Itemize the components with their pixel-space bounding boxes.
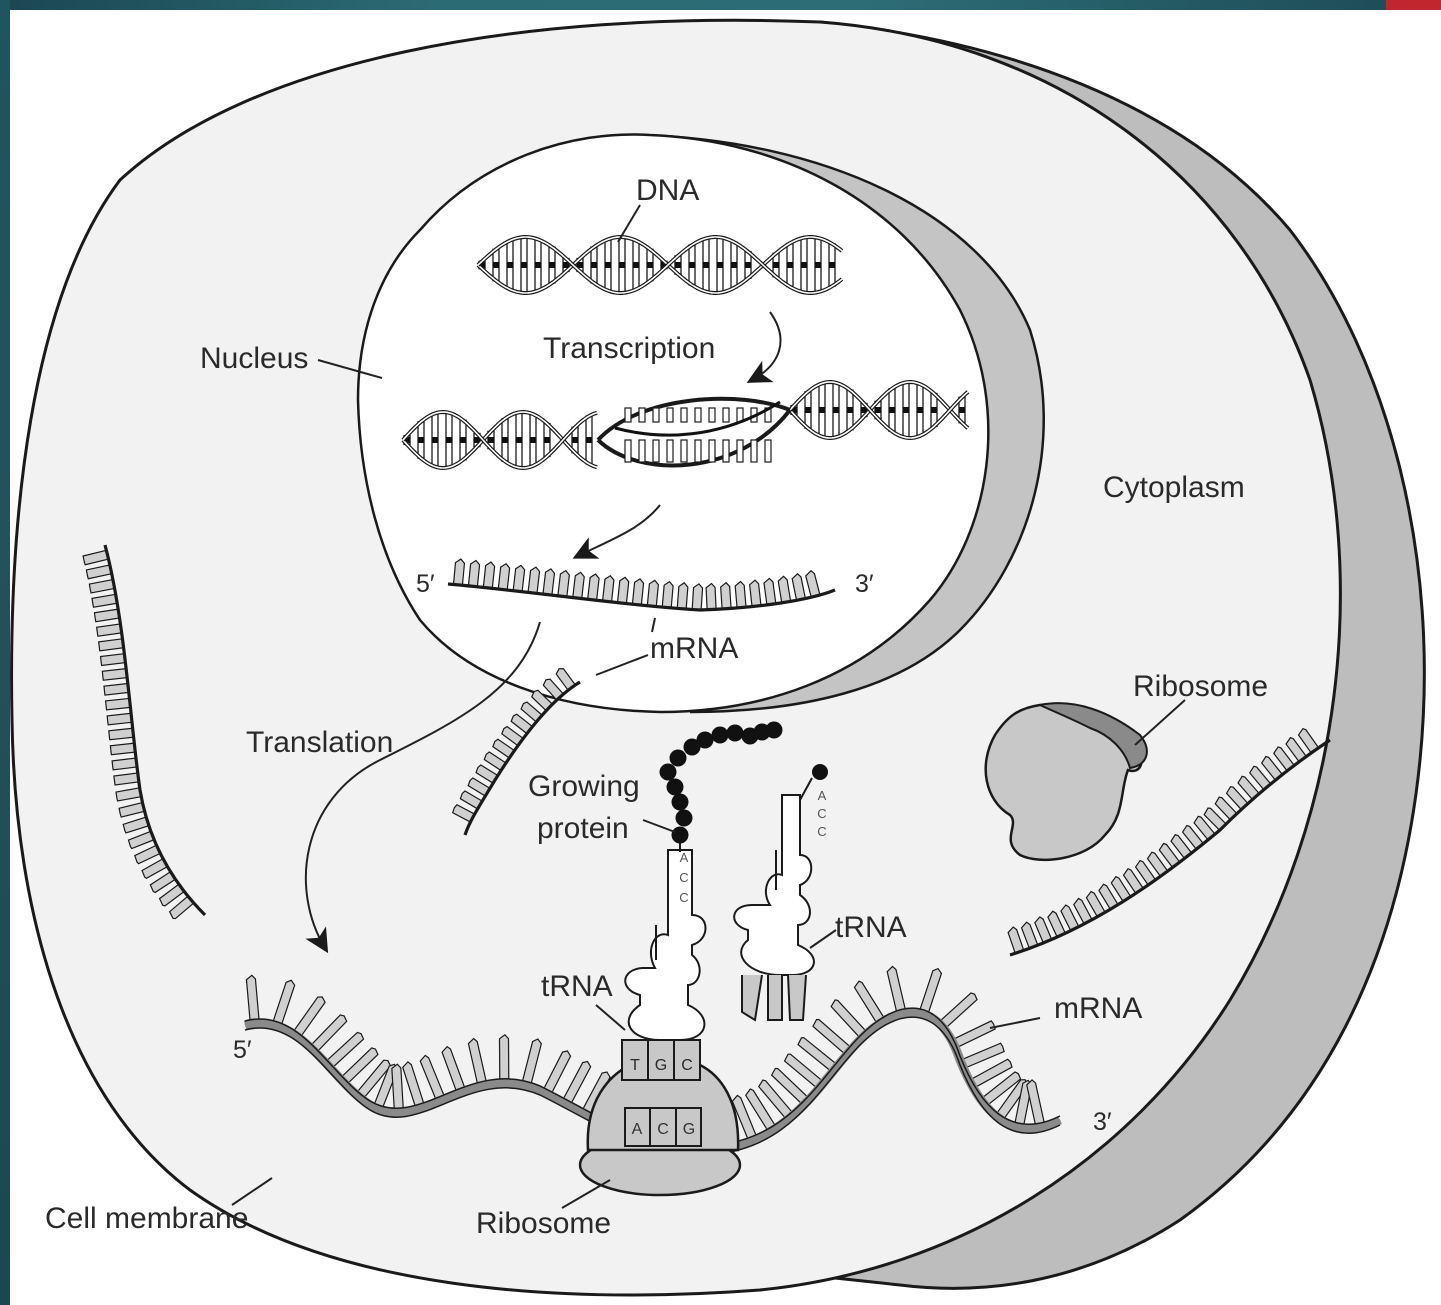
label-five-prime-bottom: 5′ [233, 1036, 252, 1064]
label-growing-protein-2: protein [537, 812, 629, 845]
label-growing-protein-1: Growing [528, 770, 640, 803]
label-dna: DNA [636, 174, 699, 207]
anticodon-base-2: G [655, 1057, 667, 1074]
codon: A C G [625, 1108, 701, 1146]
label-transcription: Transcription [543, 332, 715, 365]
acceptor-right-base-2: C [817, 806, 826, 821]
label-cell-membrane: Cell membrane [45, 1202, 248, 1235]
anticodon-base-3: C [681, 1057, 693, 1074]
label-nucleus: Nucleus [200, 342, 308, 375]
label-ribosome-bottom: Ribosome [476, 1207, 611, 1240]
acceptor-right-base-1: A [818, 788, 827, 803]
label-ribosome-right: Ribosome [1133, 670, 1268, 703]
label-translation: Translation [246, 726, 393, 759]
acceptor-right-base-3: C [817, 824, 826, 839]
label-trna-right: tRNA [835, 911, 907, 944]
anticodon-base-1: T [630, 1057, 640, 1074]
codon-base-3: G [683, 1121, 695, 1138]
acceptor-base-3: C [679, 890, 688, 905]
acceptor-base-1: A [680, 850, 689, 865]
label-mrna-top: mRNA [650, 632, 738, 665]
acceptor-base-2: C [679, 870, 688, 885]
label-five-prime-top: 5′ [416, 570, 435, 598]
codon-base-1: A [632, 1121, 643, 1138]
codon-base-2: C [657, 1121, 669, 1138]
label-cytoplasm: Cytoplasm [1103, 471, 1245, 504]
label-mrna-bottom: mRNA [1054, 992, 1142, 1025]
label-three-prime-bottom: 3′ [1093, 1108, 1112, 1136]
label-trna-left: tRNA [541, 970, 613, 1003]
label-three-prime-top: 3′ [855, 570, 874, 598]
